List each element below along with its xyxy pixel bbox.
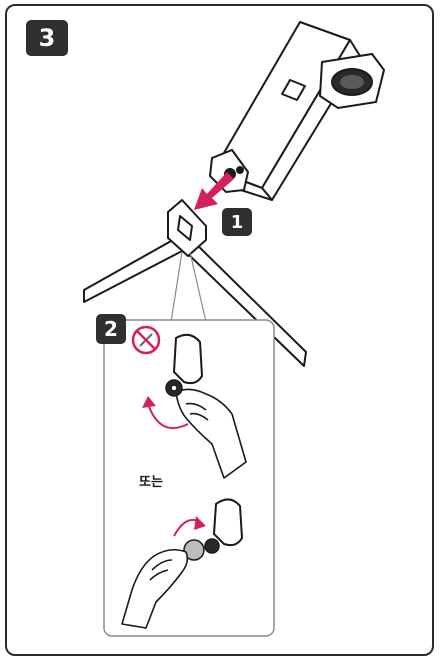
rotate-arrow-bottom	[173, 516, 206, 537]
step-number-badge: 3	[26, 20, 68, 56]
alternative-label: 또는	[139, 475, 163, 490]
cap-piece-top	[172, 333, 204, 385]
hand-bottom	[121, 548, 189, 629]
zoom-lines	[170, 251, 207, 323]
insert-arrow	[194, 172, 234, 210]
rotate-arrow-top	[142, 396, 189, 429]
substep-2-badge: 2	[96, 314, 126, 344]
stand-plate	[318, 52, 386, 110]
knob-top	[165, 379, 183, 397]
no-tool-icon	[131, 325, 161, 355]
hand-top	[175, 388, 247, 479]
stand-base	[83, 199, 307, 367]
knob-bottom	[183, 538, 220, 561]
page-frame	[5, 4, 434, 656]
substep-1-badge: 1	[222, 208, 252, 236]
cap-piece-bottom	[212, 498, 244, 547]
